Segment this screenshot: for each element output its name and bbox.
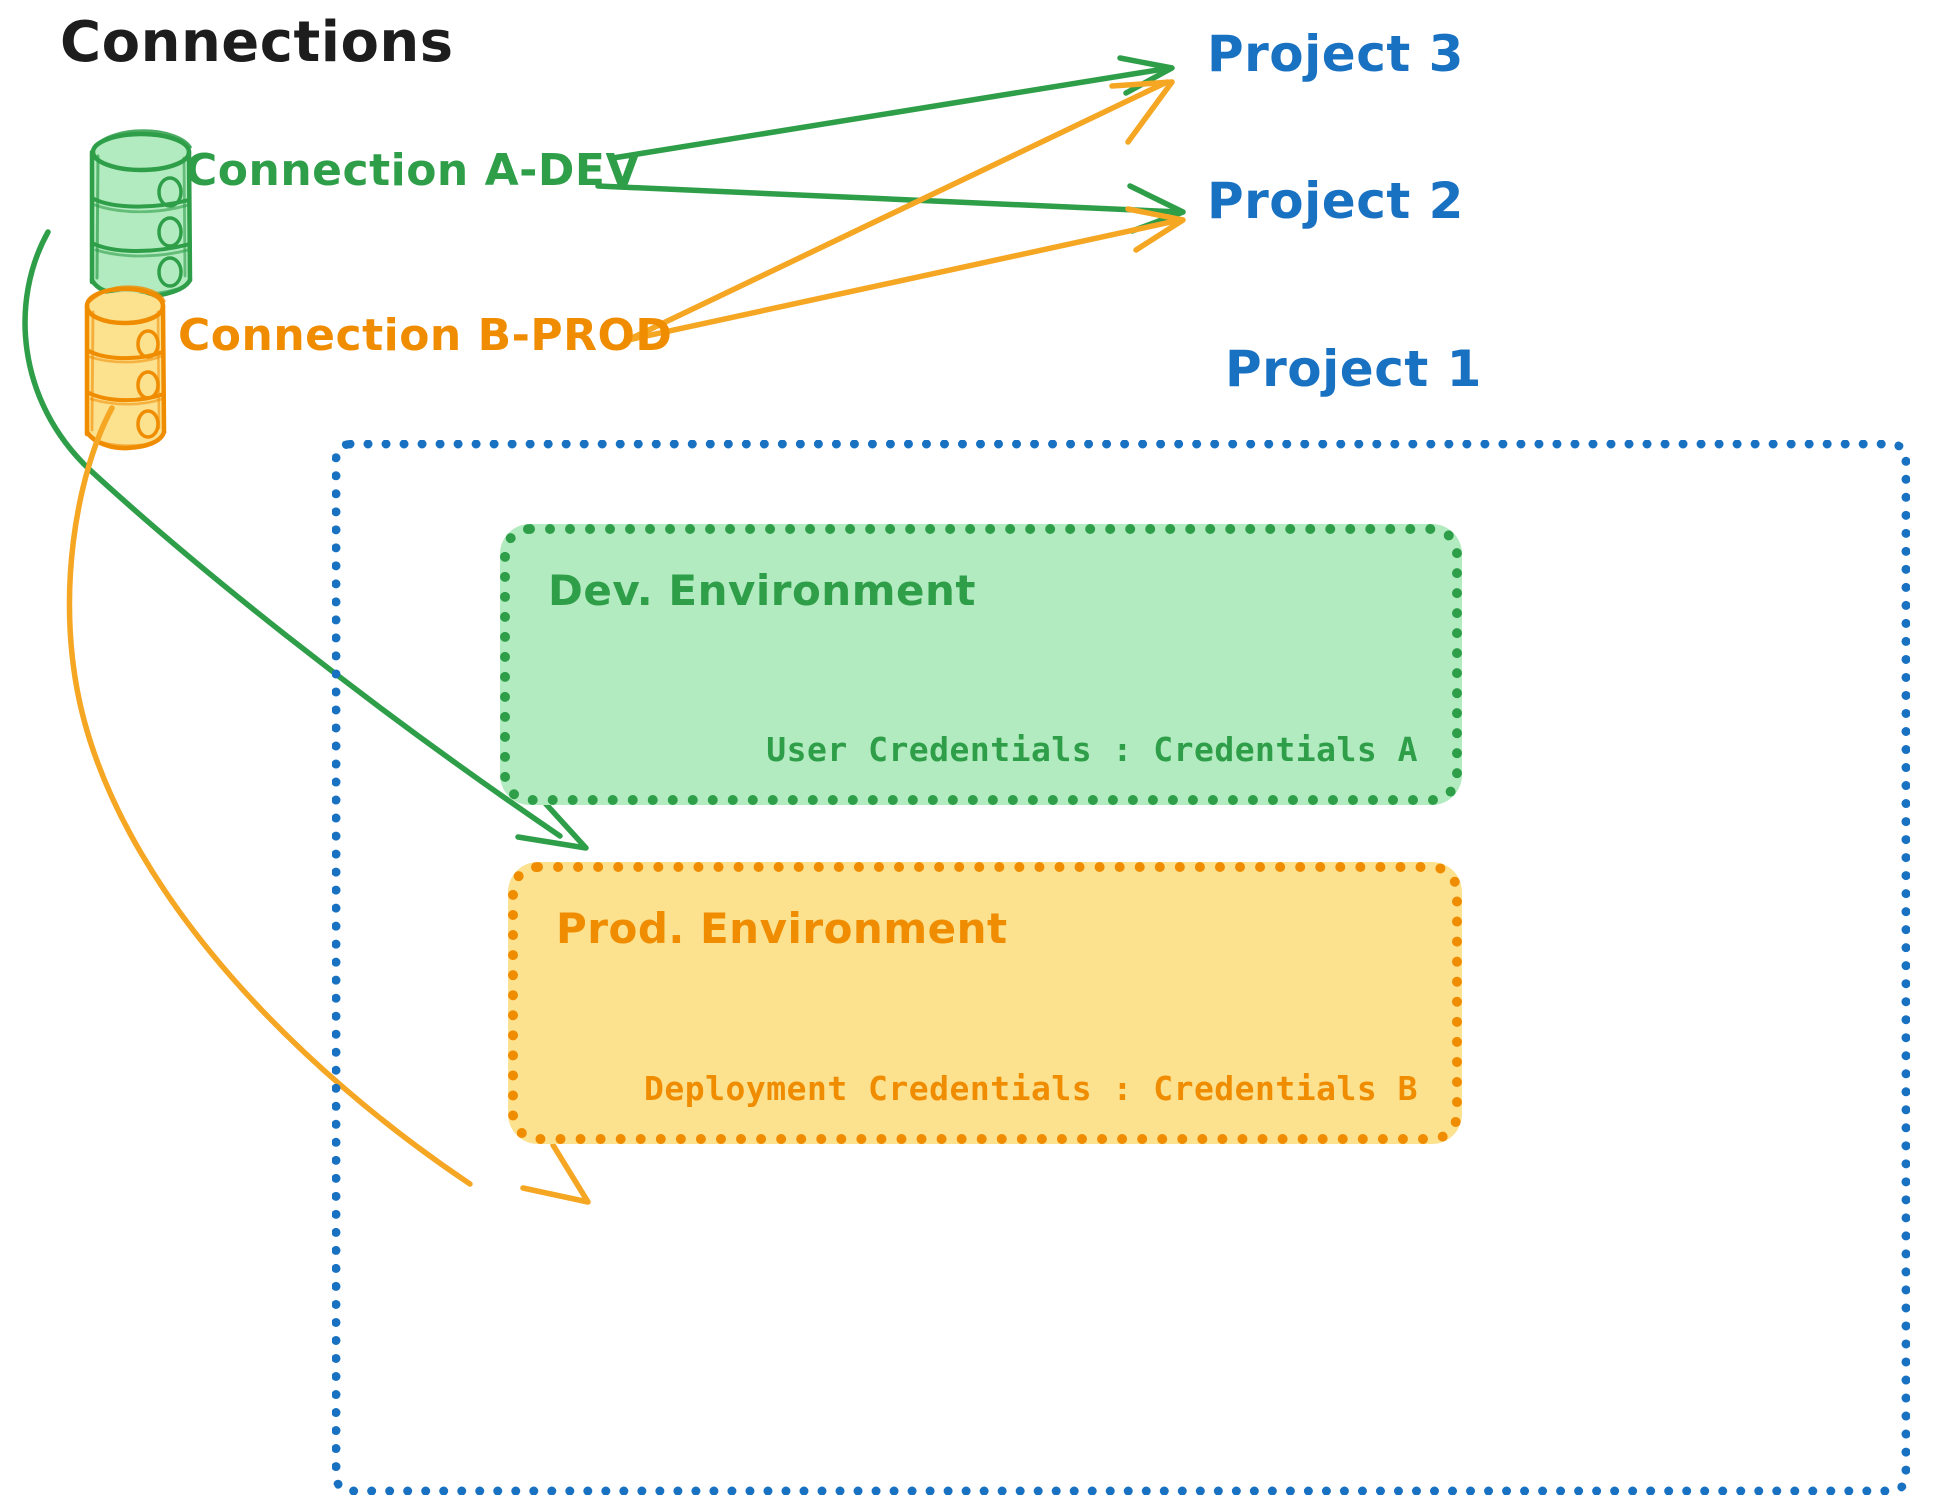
prod-environment-credentials: Deployment Credentials : Credentials B [644, 1069, 1418, 1108]
database-cylinder-icon-prod [84, 285, 167, 451]
prod-environment-box[interactable]: Prod. Environment Deployment Credentials… [508, 862, 1462, 1144]
project-2-label[interactable]: Project 2 [1207, 172, 1464, 230]
dev-environment-title: Dev. Environment [548, 566, 976, 615]
connection-b-prod-label[interactable]: Connection B-PROD [178, 310, 673, 361]
project-1-label[interactable]: Project 1 [1225, 340, 1482, 398]
arrow-conn-a-to-project-3 [610, 55, 1175, 161]
connection-a-dev-label[interactable]: Connection A-DEV [185, 145, 641, 196]
page-title: Connections [60, 10, 454, 75]
dev-environment-credentials: User Credentials : Credentials A [766, 730, 1418, 769]
arrow-conn-b-to-project-2 [625, 206, 1186, 343]
dev-environment-box[interactable]: Dev. Environment User Credentials : Cred… [500, 524, 1462, 805]
project-3-label[interactable]: Project 3 [1207, 25, 1464, 83]
arrow-conn-a-to-project-2 [595, 183, 1186, 234]
prod-environment-title: Prod. Environment [556, 904, 1008, 953]
database-cylinder-icon-dev [89, 129, 193, 300]
project-1-container [332, 440, 1910, 1495]
